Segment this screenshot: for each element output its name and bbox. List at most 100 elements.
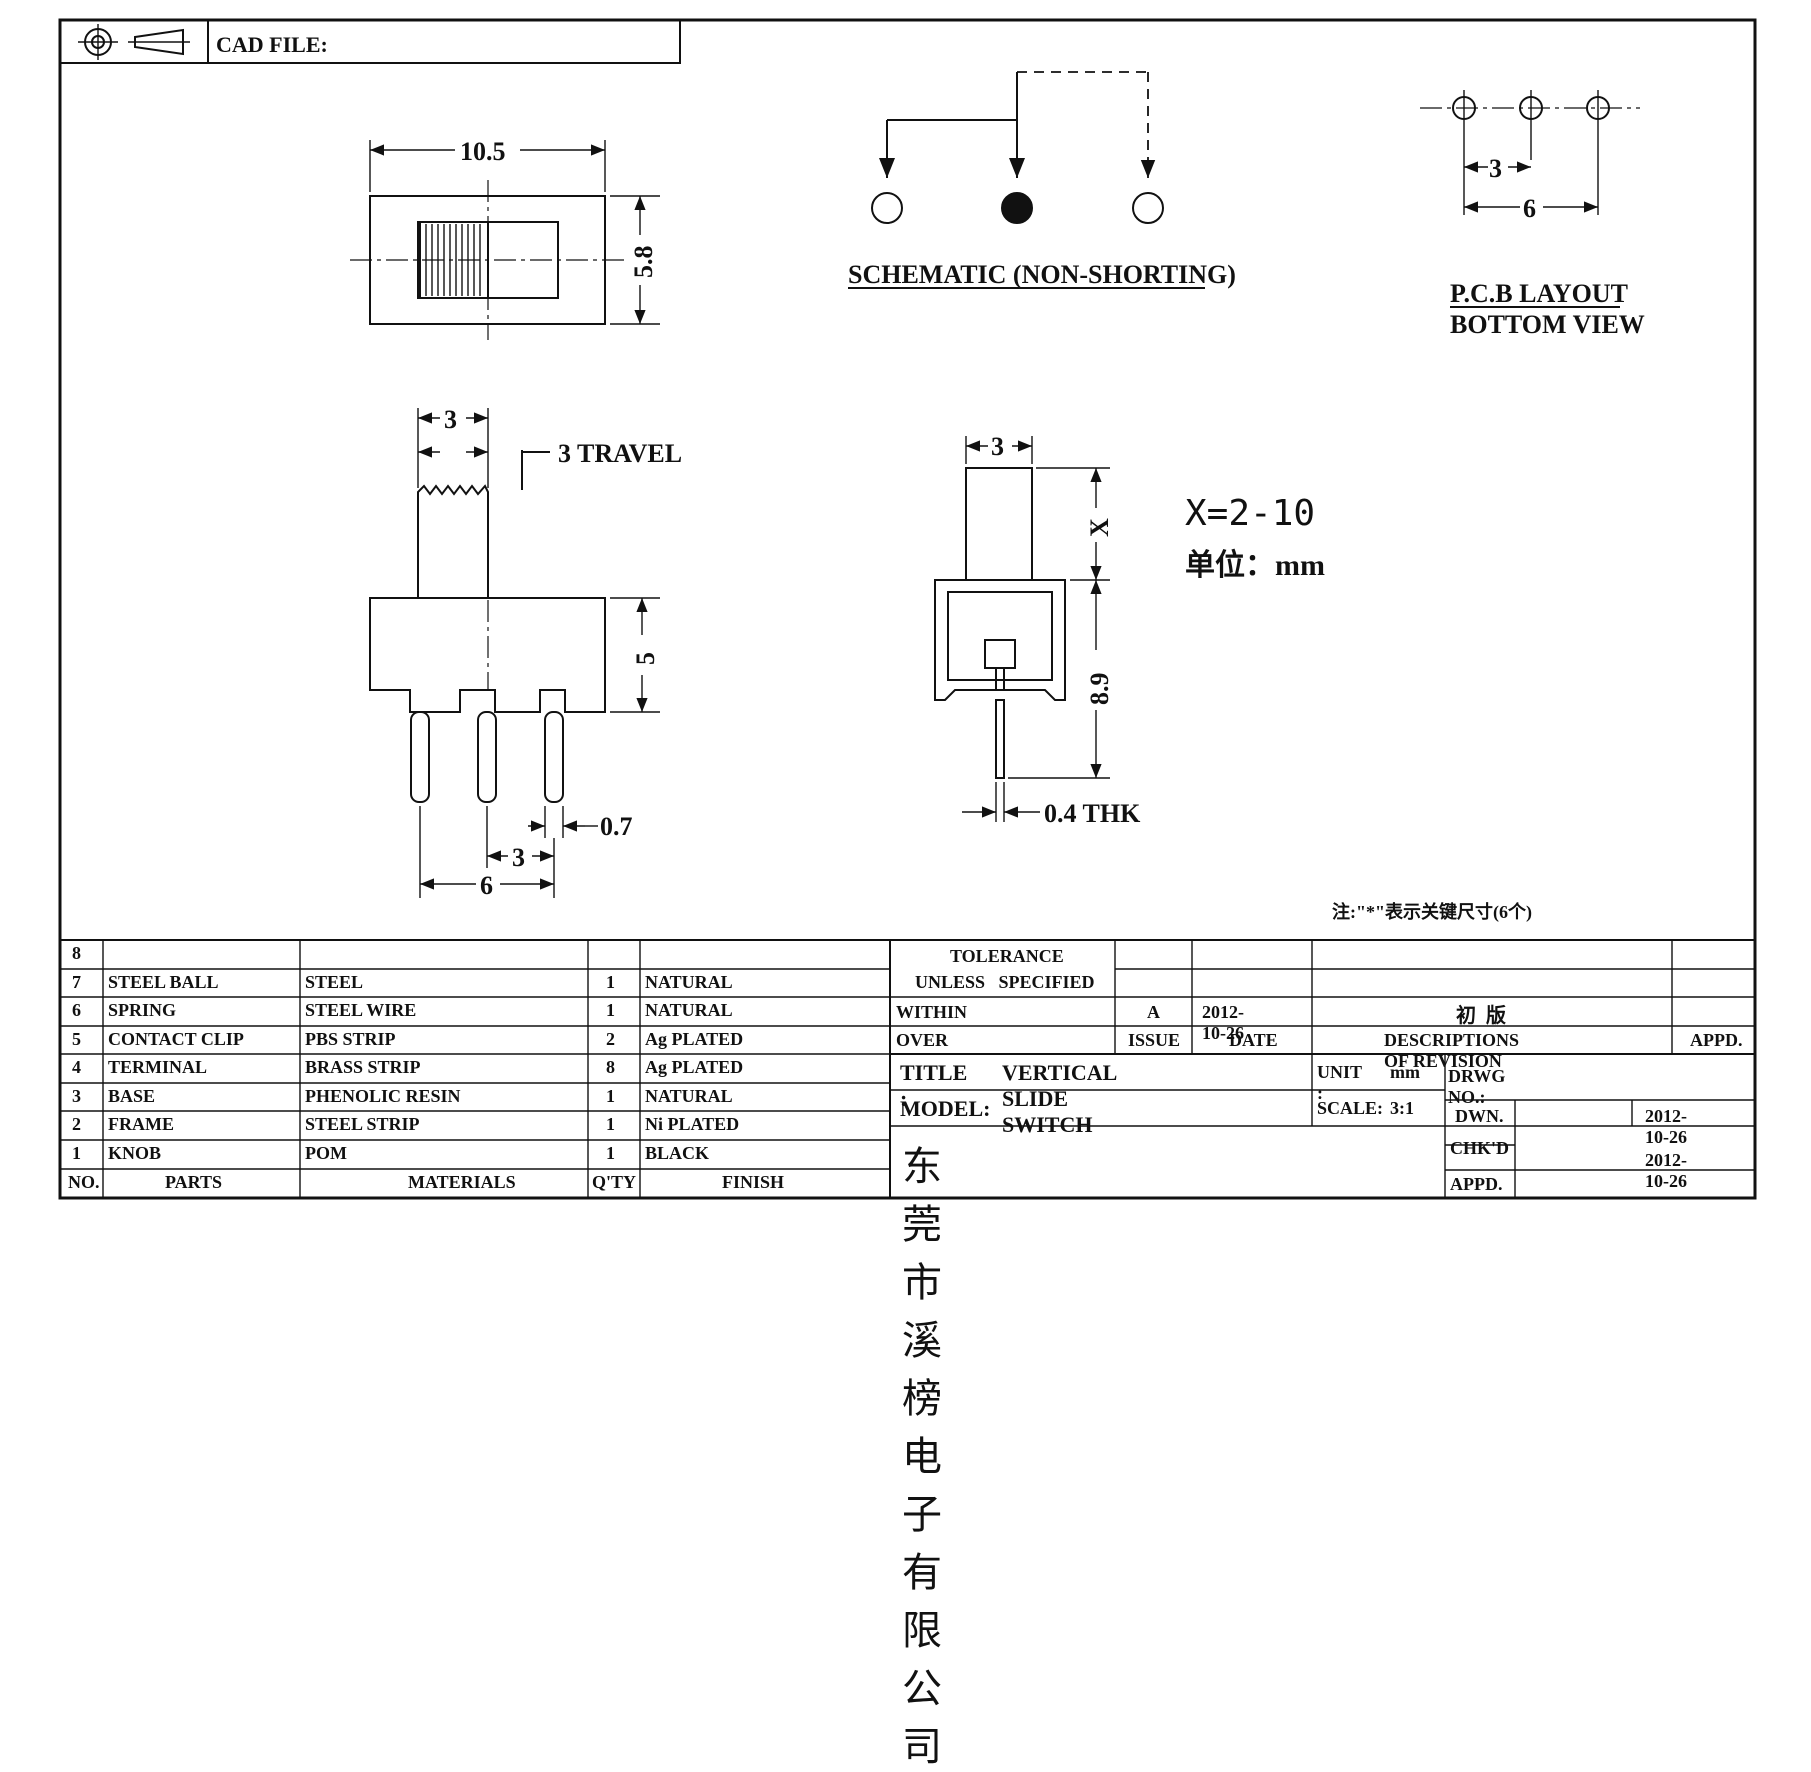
bom-cell-finish: NATURAL <box>645 1000 733 1020</box>
front-view: 3 3 TRAVEL 5 0.7 3 6 <box>369 405 682 900</box>
model-label: MODEL: <box>900 1096 991 1121</box>
dim-front-body-height: 5 <box>631 652 660 665</box>
bom-cell-no: 2 <box>72 1114 81 1134</box>
pcb-title: P.C.B LAYOUT <box>1450 279 1628 308</box>
top-view: 10.5 5.8 <box>350 137 660 340</box>
bom-cell-part: KNOB <box>108 1143 162 1163</box>
key-dimension-note: 注:"*"表示关键尺寸(6个) <box>1332 901 1532 923</box>
bom-header-part: PARTS <box>165 1172 223 1192</box>
scale-value: 3:1 <box>1390 1098 1414 1118</box>
bom-cell-material: STEEL STRIP <box>305 1114 420 1134</box>
dim-front-pitch-3: 3 <box>512 843 525 872</box>
dim-front-knob: 3 <box>444 405 457 434</box>
bom-cell-material: STEEL <box>305 972 364 992</box>
pcb-pitch-3: 3 <box>1489 154 1502 183</box>
dim-side-knob: 3 <box>991 432 1004 461</box>
bom-cell-no: 1 <box>72 1143 81 1163</box>
within-label: WITHIN <box>896 1002 968 1022</box>
bom-cell-material: STEEL WIRE <box>305 1000 417 1020</box>
bom-cell-qty: 1 <box>606 1086 615 1106</box>
title-block <box>889 939 1756 1199</box>
bom-cell-no: 6 <box>72 1000 81 1020</box>
bom-cell-finish: Ag PLATED <box>645 1029 744 1049</box>
dwn-label: DWN. <box>1455 1106 1504 1126</box>
unit-label: UNIT : <box>1317 1062 1362 1103</box>
bom-cell-no: 5 <box>72 1029 81 1049</box>
chkd-label: CHK'D <box>1450 1138 1510 1158</box>
appd2-label: APPD. <box>1450 1174 1503 1194</box>
dim-top-width: 10.5 <box>460 137 506 166</box>
tolerance-label: TOLERANCE <box>950 946 1064 966</box>
revision-desc-value: 初 版 <box>1456 1005 1506 1027</box>
front-travel-label: 3 TRAVEL <box>558 439 682 468</box>
bom-cell-part: TERMINAL <box>108 1057 208 1077</box>
cad-file-label: CAD FILE: <box>216 32 328 57</box>
bom-cell-finish: NATURAL <box>645 972 733 992</box>
x-range-note: X=2-10 <box>1185 493 1315 534</box>
schematic-title: SCHEMATIC (NON-SHORTING) <box>848 260 1236 289</box>
terminal-left <box>871 192 903 224</box>
appd-label: APPD. <box>1690 1030 1743 1050</box>
drwg-no-label: DRWG NO.: <box>1448 1066 1506 1107</box>
bom-cell-part: STEEL BALL <box>108 972 219 992</box>
schematic: SCHEMATIC (NON-SHORTING) <box>848 71 1236 289</box>
desc-revision-label: DESCRIPTIONS OF REVISION <box>1384 1030 1520 1071</box>
bom-cell-qty: 2 <box>606 1029 615 1049</box>
bom-cell-no: 7 <box>72 972 81 992</box>
chkd-date: 2012-10-26 <box>1645 1150 1687 1191</box>
bom-cell-no: 3 <box>72 1086 81 1106</box>
bom-cell-qty: 1 <box>606 972 615 992</box>
issue-value: A <box>1147 1002 1160 1022</box>
dim-side-thk: 0.4 THK <box>1044 799 1141 828</box>
bom-cell-material: POM <box>305 1143 347 1163</box>
pcb-pitch-6: 6 <box>1523 194 1536 223</box>
issue-label: ISSUE <box>1128 1030 1181 1050</box>
bom-cell-qty: 1 <box>606 1000 615 1020</box>
projection-symbol-icon <box>78 24 190 60</box>
title-label: TITLE : <box>900 1060 968 1111</box>
header-box: CAD FILE: <box>59 19 681 64</box>
title-value: VERTICAL SLIDE SWITCH <box>1002 1060 1117 1137</box>
dwn-date: 2012-10-26 <box>1645 1106 1687 1147</box>
dim-front-pitch-6: 6 <box>480 871 493 900</box>
unless-specified-label: UNLESS SPECIFIED <box>915 972 1095 992</box>
bom-header-qty: Q'TY <box>592 1172 637 1192</box>
dim-top-height: 5.8 <box>629 246 658 279</box>
drawing-sheet: CAD FILE: 10.5 5.8 <box>58 18 1757 1200</box>
bom-cell-qty: 1 <box>606 1143 615 1163</box>
bom-table <box>59 939 891 1199</box>
bom-cell-part: SPRING <box>108 1000 177 1020</box>
dim-side-x: X <box>1085 518 1114 537</box>
bom-cell-part: BASE <box>108 1086 156 1106</box>
bom-cell-finish: NATURAL <box>645 1086 733 1106</box>
side-view: 3 X 8.9 0.4 THK X=2-10 单位：mm <box>934 432 1325 828</box>
bom-cell-material: BRASS STRIP <box>305 1057 421 1077</box>
bom-cell-finish: Ni PLATED <box>645 1114 740 1134</box>
bom-header-no: NO. <box>68 1172 100 1192</box>
date-label: DATE <box>1229 1030 1278 1050</box>
bom-cell-material: PHENOLIC RESIN <box>305 1086 461 1106</box>
dim-front-pin-width: 0.7 <box>600 812 633 841</box>
bom-cell-part: CONTACT CLIP <box>108 1029 244 1049</box>
terminal-common <box>1001 192 1033 224</box>
bom-header-finish: FINISH <box>722 1172 785 1192</box>
bom-header-material: MATERIALS <box>408 1172 516 1192</box>
unit-value: mm <box>1390 1062 1420 1082</box>
bom-cell-qty: 8 <box>606 1057 615 1077</box>
dim-side-height: 8.9 <box>1085 673 1114 706</box>
bom-cell-part: FRAME <box>108 1114 174 1134</box>
over-label: OVER <box>896 1030 949 1050</box>
bom-cell-finish: Ag PLATED <box>645 1057 744 1077</box>
scale-label: SCALE: <box>1317 1098 1384 1118</box>
bom-cell-finish: BLACK <box>645 1143 710 1163</box>
company-name: 东莞市溪榜电子有限公司 <box>902 1144 944 1770</box>
terminal-right <box>1132 192 1164 224</box>
unit-note: 单位：mm <box>1185 548 1325 582</box>
bom-cell-material: PBS STRIP <box>305 1029 396 1049</box>
pcb-layout: 3 6 P.C.B LAYOUT BOTTOM VIEW <box>1420 90 1645 339</box>
pcb-subtitle: BOTTOM VIEW <box>1450 310 1645 339</box>
bom-cell-no: 8 <box>72 943 81 963</box>
bom-cell-qty: 1 <box>606 1114 615 1134</box>
revision-date-value: 2012-10-26 <box>1202 1002 1244 1043</box>
bom-cell-no: 4 <box>72 1057 81 1077</box>
